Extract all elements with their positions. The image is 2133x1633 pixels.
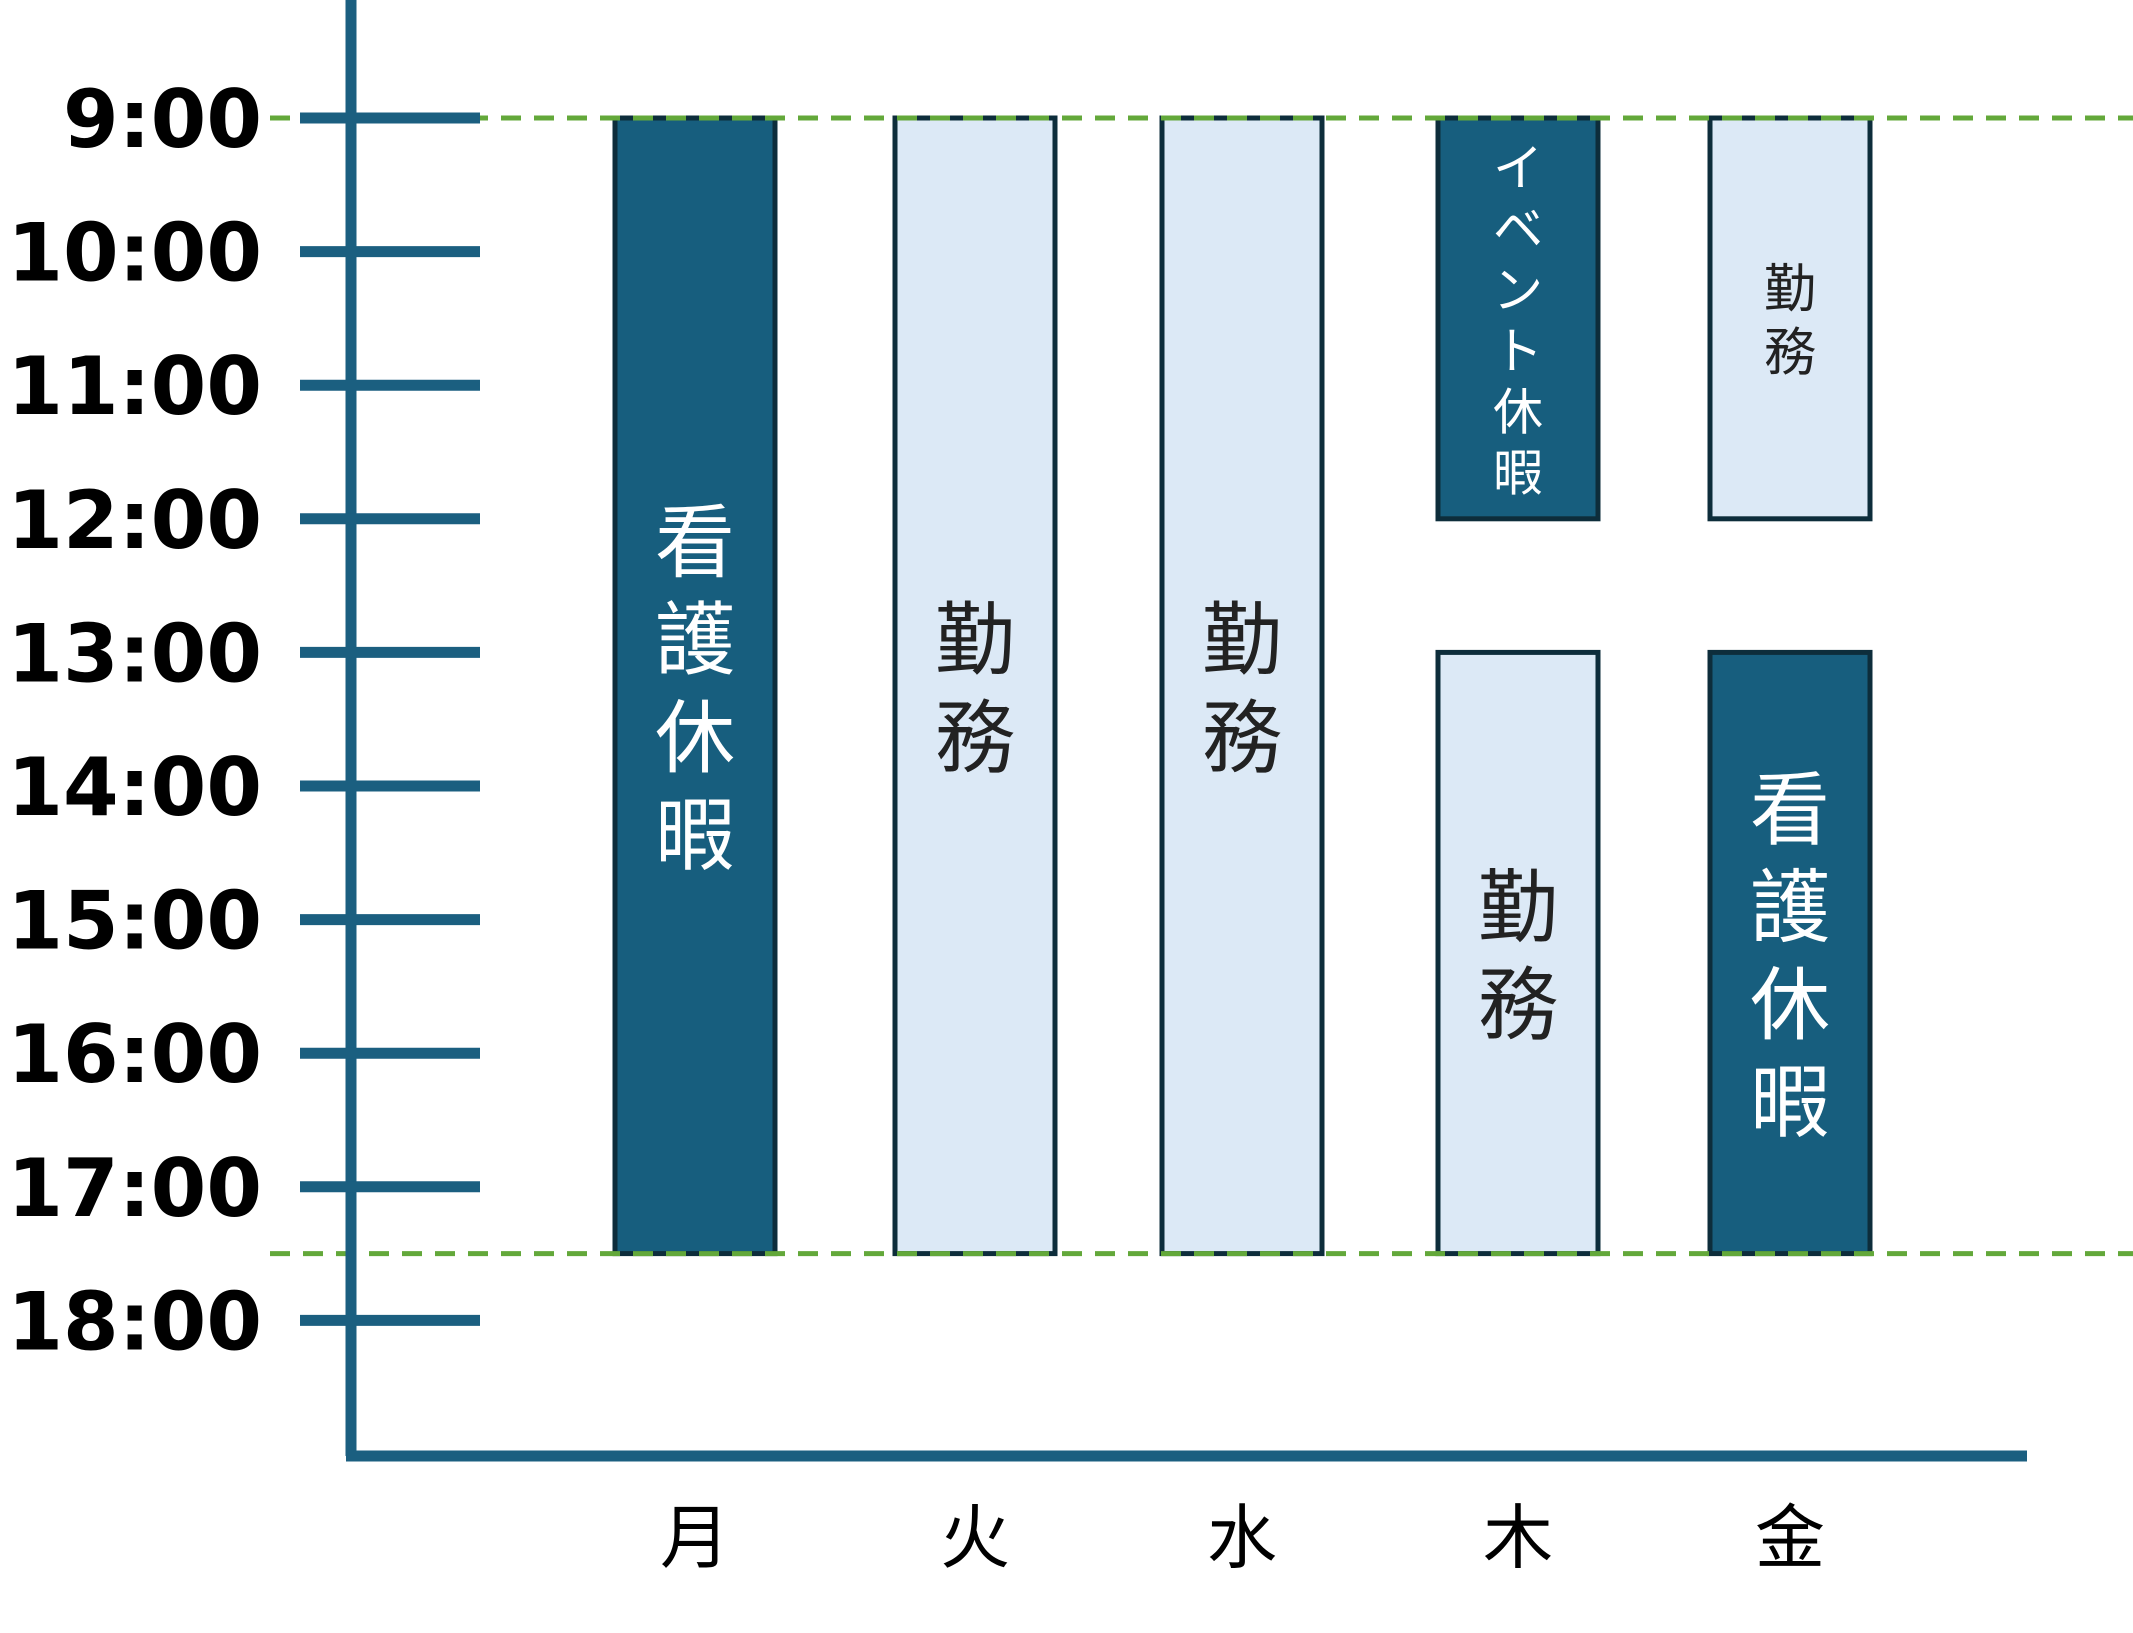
leave-block	[612, 115, 778, 1257]
block-label-char: ト	[1493, 322, 1543, 380]
block-label-char: 休	[1493, 383, 1543, 441]
leave-block	[1435, 115, 1601, 522]
block-label-char: 休	[655, 692, 735, 785]
block-label-char: 休	[1750, 959, 1830, 1052]
block-label-char: ン	[1493, 261, 1543, 319]
day-label: 水	[1207, 1497, 1277, 1579]
day-label: 月	[660, 1497, 730, 1579]
block-label-char: 暇	[1493, 444, 1543, 502]
work-block	[1707, 115, 1873, 522]
time-tick-label: 10:00	[7, 207, 262, 300]
block-label-char: 暇	[655, 789, 735, 882]
work-block	[892, 115, 1058, 1257]
block-label-char: 看	[1750, 764, 1830, 857]
time-tick-label: 18:00	[7, 1275, 262, 1368]
block-label-char: 護	[1750, 861, 1830, 954]
work-block	[1435, 649, 1601, 1257]
block-label-char: 勤	[1202, 594, 1282, 687]
time-tick-label: 13:00	[7, 607, 262, 700]
time-tick-label: 9:00	[63, 73, 262, 166]
block-label-char: 勤	[1478, 861, 1558, 954]
day-label: 火	[940, 1497, 1010, 1579]
block-label-char: 護	[655, 594, 735, 687]
block-label-char: ベ	[1493, 200, 1543, 258]
block-label-char: 務	[935, 692, 1015, 785]
time-tick-label: 14:00	[7, 741, 262, 834]
block-label-char: イ	[1493, 139, 1543, 197]
day-label: 木	[1483, 1497, 1553, 1579]
block-label-char: 勤	[935, 594, 1015, 687]
block-label-char: 暇	[1750, 1057, 1830, 1150]
time-tick-label: 12:00	[7, 474, 262, 567]
block-label-char: 勤	[1764, 260, 1816, 320]
time-tick-label: 15:00	[7, 875, 262, 968]
time-tick-label: 11:00	[7, 340, 262, 433]
block-label-char: 務	[1202, 692, 1282, 785]
block-label-char: 務	[1764, 323, 1816, 383]
block-label-char: 務	[1478, 959, 1558, 1052]
time-tick-label: 16:00	[7, 1008, 262, 1101]
time-tick-label: 17:00	[7, 1142, 262, 1235]
block-label-char: 看	[655, 497, 735, 590]
day-label: 金	[1755, 1497, 1825, 1579]
